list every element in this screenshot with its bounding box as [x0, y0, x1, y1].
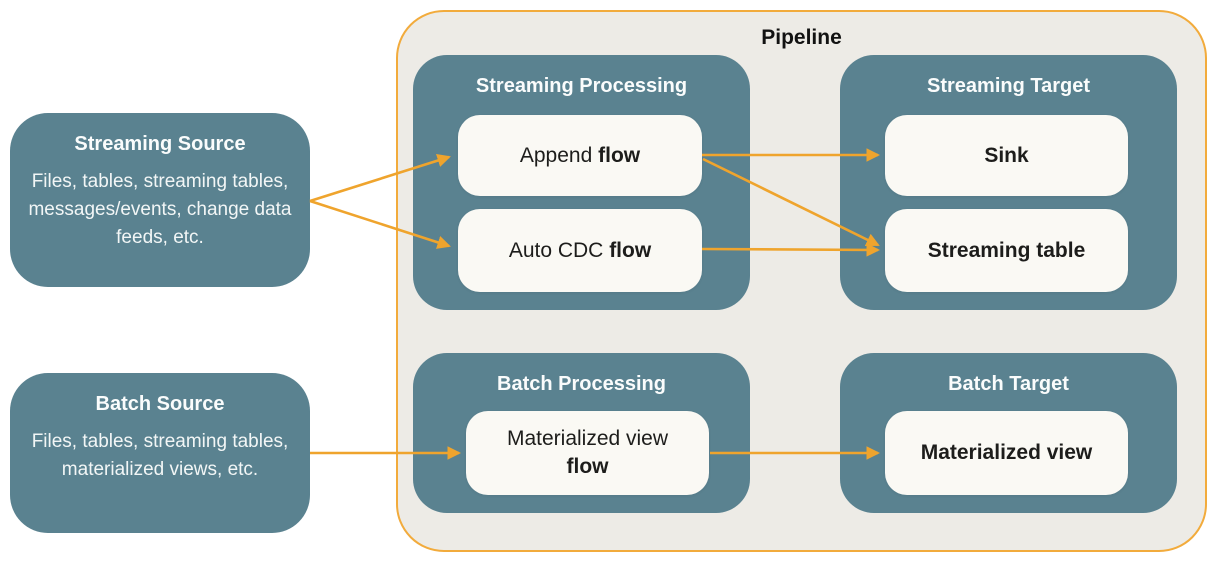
streaming-processing-group: Streaming Processing Append flow Auto CD…	[413, 55, 750, 310]
streaming-source-title: Streaming Source	[74, 133, 246, 155]
batch-source-box: Batch Source Files, tables, streaming ta…	[10, 373, 310, 533]
node-materialized-view-target-label: Materialized view	[920, 441, 1093, 464]
batch-processing-title: Batch Processing	[497, 373, 666, 395]
batch-target-title: Batch Target	[948, 373, 1069, 395]
batch-source-description: Files, tables, streaming tables, materia…	[31, 431, 289, 480]
pipeline-container: Pipeline Streaming Processing Append flo…	[396, 10, 1207, 552]
node-auto-cdc-flow: Auto CDC flow	[458, 209, 702, 292]
node-streaming-table: Streaming table	[885, 209, 1128, 292]
node-streaming-table-label: Streaming table	[927, 238, 1086, 262]
streaming-source-description: Files, tables, streaming tables, message…	[28, 171, 292, 248]
streaming-target-group: Streaming Target Sink Streaming table	[840, 55, 1177, 310]
streaming-target-title: Streaming Target	[927, 75, 1090, 97]
node-sink-label: Sink	[984, 143, 1029, 167]
pipeline-title: Pipeline	[761, 26, 842, 49]
node-append-flow: Append flow	[458, 115, 702, 196]
node-materialized-view-target: Materialized view	[885, 411, 1128, 495]
node-sink: Sink	[885, 115, 1128, 196]
batch-source-title: Batch Source	[95, 393, 225, 415]
node-auto-cdc-flow-label: Auto CDC flow	[508, 238, 652, 262]
streaming-processing-title: Streaming Processing	[475, 75, 688, 97]
streaming-source-box: Streaming Source Files, tables, streamin…	[10, 113, 310, 287]
batch-target-group: Batch Target Materialized view	[840, 353, 1177, 513]
node-append-flow-label: Append flow	[519, 143, 641, 167]
